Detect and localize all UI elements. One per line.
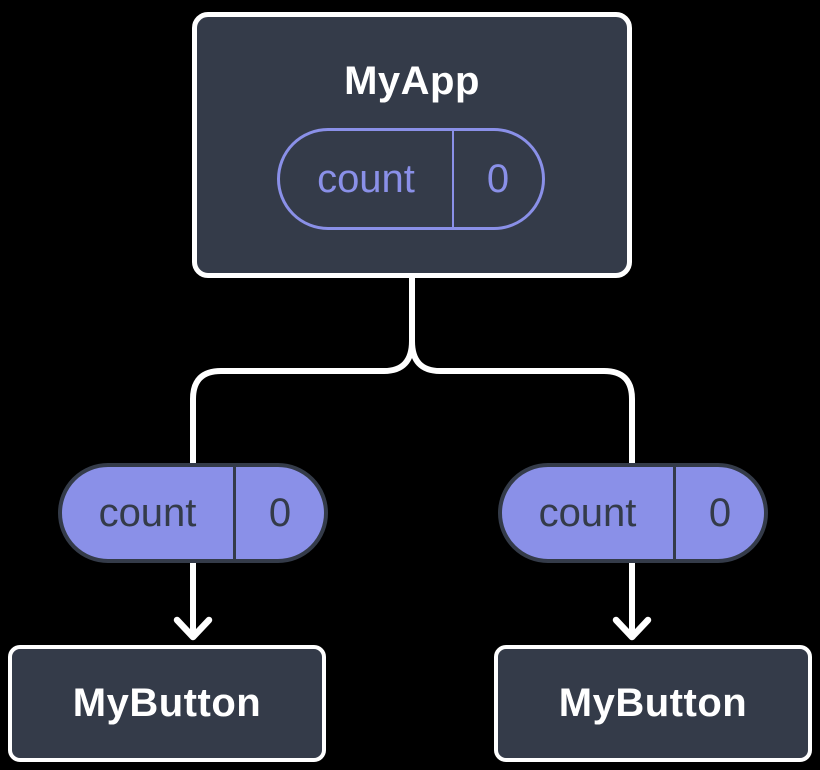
prop-name-label: count <box>98 490 197 535</box>
root-component-node: MyApp count 0 <box>192 12 632 278</box>
arrowhead-right-icon <box>612 616 652 641</box>
prop-pill-divider <box>673 467 676 559</box>
state-name-label: count <box>317 156 415 201</box>
right-child-component-node: MyButton <box>494 645 812 762</box>
child-component-title: MyButton <box>72 681 262 725</box>
connector-left-branch <box>190 275 415 637</box>
prop-value-label: 0 <box>268 490 292 535</box>
root-state-pill: count 0 <box>277 128 545 230</box>
arrowhead-left-icon <box>173 616 213 641</box>
prop-pill-divider <box>233 467 236 559</box>
prop-name-label: count <box>538 490 637 535</box>
state-value-label: 0 <box>486 156 510 201</box>
prop-value-label: 0 <box>708 490 732 535</box>
root-component-title: MyApp <box>344 59 480 103</box>
state-pill-divider <box>452 131 454 227</box>
left-prop-pill: count 0 <box>58 463 328 563</box>
left-child-component-node: MyButton <box>8 645 326 762</box>
child-component-title: MyButton <box>558 681 748 725</box>
connector-right-branch <box>409 275 635 637</box>
right-prop-pill: count 0 <box>498 463 768 563</box>
